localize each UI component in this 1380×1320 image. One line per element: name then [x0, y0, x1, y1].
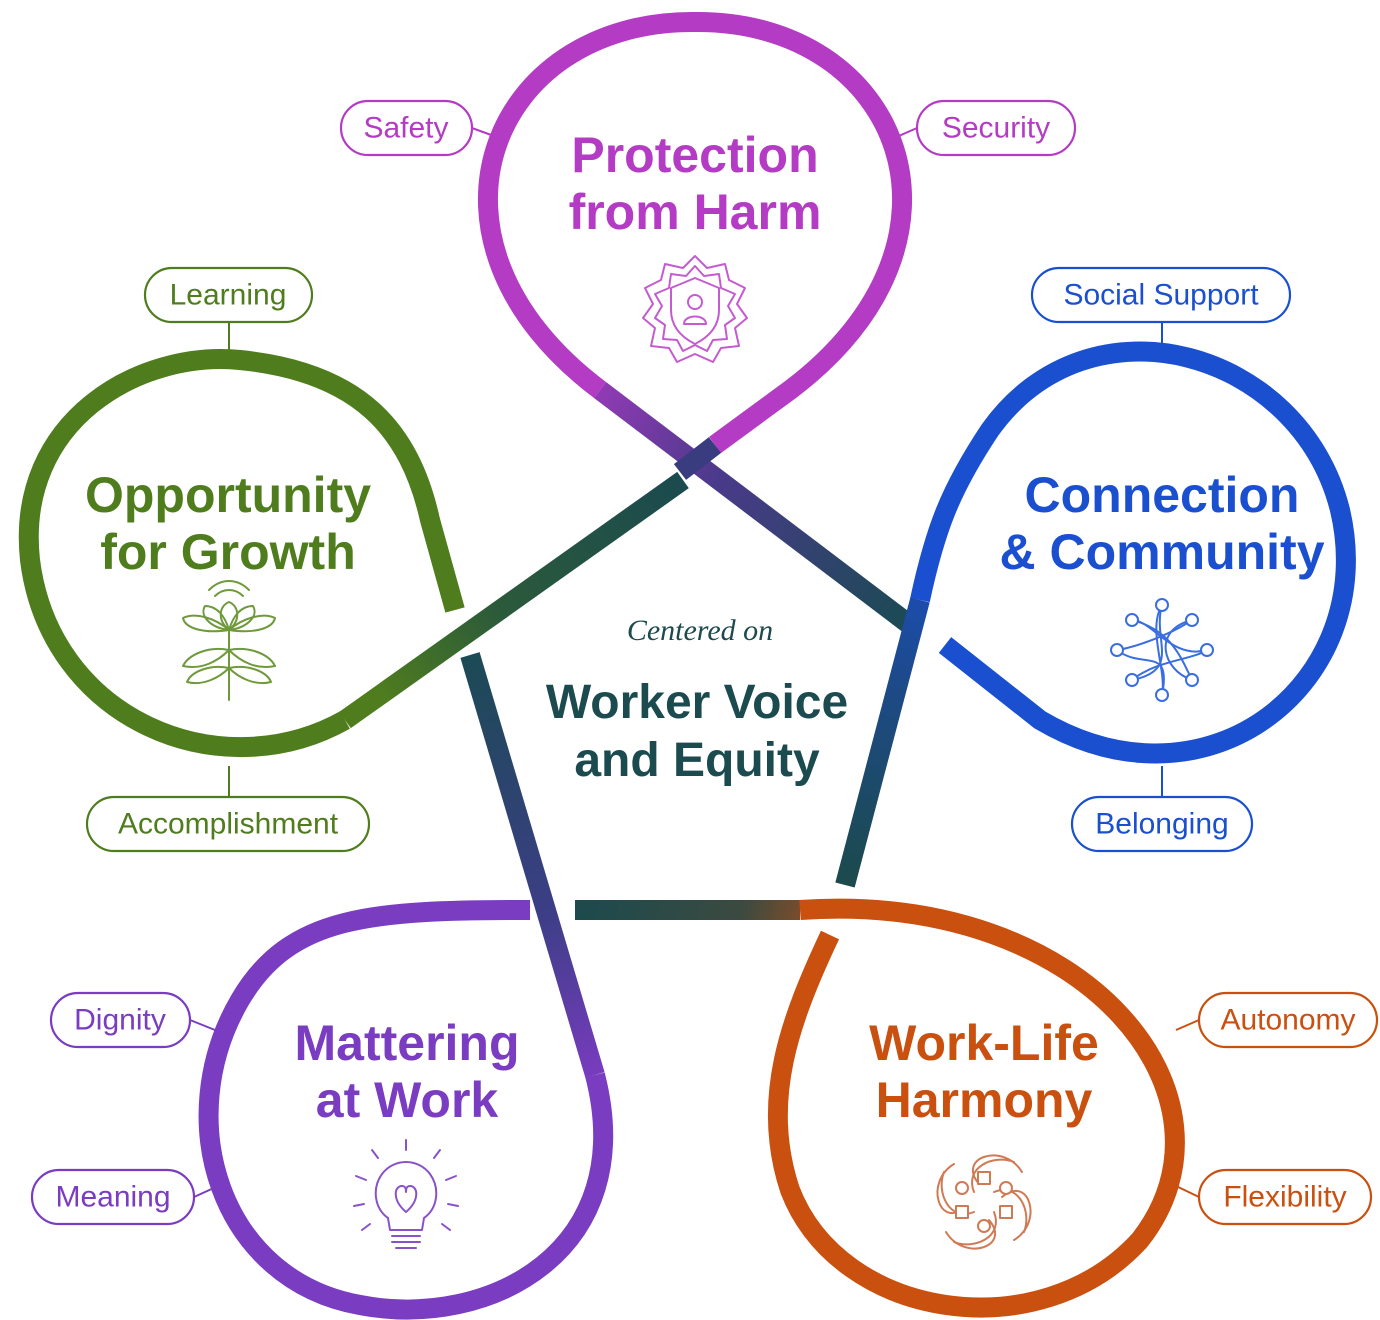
worklife-loop [767, 898, 1185, 1318]
tag-flexibility-label: Flexibility [1223, 1181, 1346, 1214]
protection-title-line1: Protection [571, 127, 818, 183]
connection-title-line1: Connection [1025, 467, 1300, 523]
mattering-title-line2: at Work [316, 1072, 499, 1128]
tag-meaning-label: Meaning [55, 1181, 170, 1214]
tag-safety: Safety [339, 99, 474, 157]
connection-loop [910, 341, 1356, 764]
growth-leg [339, 471, 689, 729]
connection-title-line2: & Community [1000, 524, 1325, 580]
tag-belonging-label: Belonging [1095, 808, 1228, 841]
tag-security-label: Security [942, 112, 1050, 145]
tag-accomplishment: Accomplishment [85, 795, 371, 853]
tag-dignity: Dignity [49, 991, 192, 1049]
worklife-title-line2: Harmony [876, 1072, 1093, 1128]
tag-accomplishment-label: Accomplishment [118, 808, 339, 841]
pillar-titles: Protection from Harm Connection & Commun… [85, 127, 1325, 1128]
network-icon [1110, 598, 1214, 702]
lightbulb-heart-icon [353, 1139, 459, 1249]
growth-title-line2: for Growth [100, 524, 356, 580]
mattering-loop [198, 900, 614, 1320]
tags: Safety Security Social Support Belonging… [30, 99, 1379, 1226]
protection-leg-left [673, 437, 722, 480]
shield-person-icon [642, 255, 748, 363]
center-title-line2: and Equity [574, 734, 820, 787]
tag-learning: Learning [143, 266, 314, 324]
tag-autonomy-label: Autonomy [1220, 1004, 1355, 1037]
tag-security: Security [915, 99, 1077, 157]
swirl-nodes-icon [936, 1154, 1032, 1250]
center-block: Centered on Worker Voice and Equity [546, 614, 848, 787]
worklife-title-line1: Work-Life [869, 1015, 1099, 1071]
mattering-title-line1: Mattering [295, 1015, 520, 1071]
center-title-line1: Worker Voice [546, 676, 848, 729]
growth-title-line1: Opportunity [85, 467, 371, 523]
tag-autonomy: Autonomy [1197, 991, 1379, 1049]
flower-plant-icon [182, 580, 276, 701]
protection-loop [478, 11, 912, 454]
tag-dignity-label: Dignity [74, 1004, 166, 1037]
growth-loop [18, 349, 465, 758]
tag-social-support-label: Social Support [1063, 279, 1259, 312]
tag-safety-label: Safety [363, 112, 448, 145]
tag-meaning: Meaning [30, 1168, 196, 1226]
loop-strokes [18, 11, 1356, 1320]
tag-flexibility: Flexibility [1197, 1168, 1373, 1226]
connection-leg [835, 597, 930, 888]
center-subtitle: Centered on [627, 614, 773, 647]
protection-title-line2: from Harm [569, 184, 822, 240]
mattering-leg [460, 652, 605, 1078]
protection-leg-right [593, 382, 917, 633]
tag-social-support: Social Support [1030, 266, 1292, 324]
tag-belonging: Belonging [1070, 795, 1254, 853]
tag-learning-label: Learning [170, 279, 287, 312]
